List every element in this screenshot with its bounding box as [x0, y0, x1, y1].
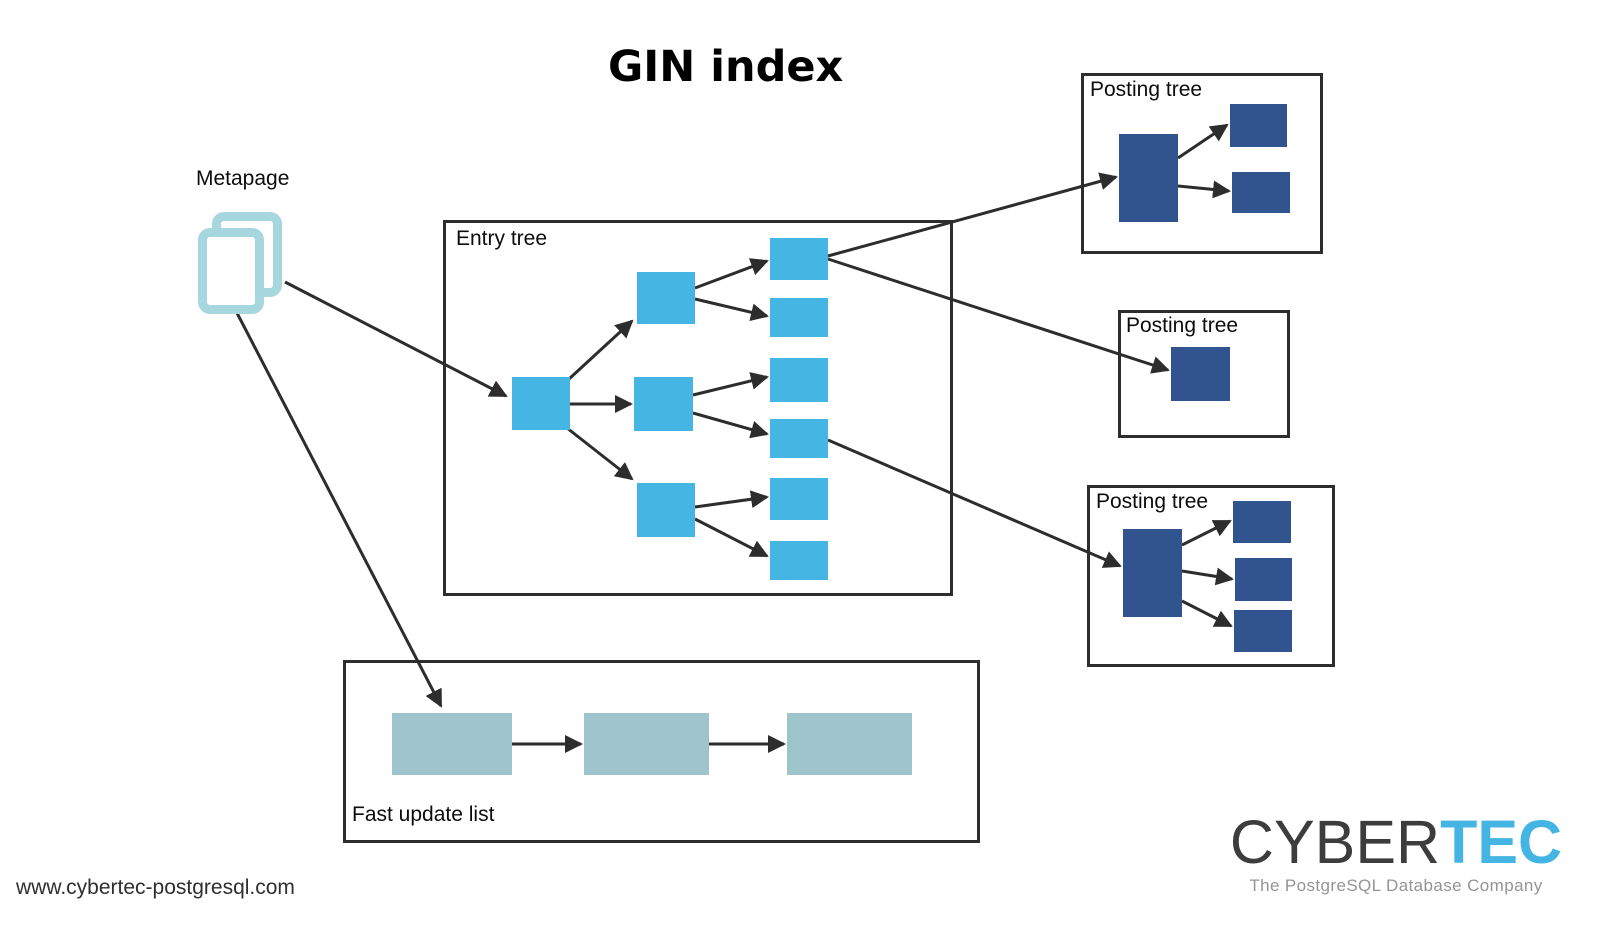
logo-text-cyber: CYBER [1229, 808, 1441, 876]
arrow-leaf1-to-posting-tree-middle [827, 257, 1170, 374]
posting-top-child-node-1 [1230, 104, 1287, 147]
entry-leaf-node-6 [770, 541, 828, 580]
posting-bottom-child-node-1 [1233, 501, 1291, 543]
entry-internal-node-1 [637, 272, 695, 324]
posting-tree-middle-box [1118, 310, 1290, 438]
arrow-posting-top-root-to-child2 [1177, 180, 1231, 199]
posting-tree-bottom-label: Posting tree [1096, 490, 1209, 513]
posting-bottom-root-node [1123, 529, 1182, 617]
fast-update-list-label: Fast update list [352, 803, 495, 826]
posting-tree-top-box [1081, 73, 1323, 254]
entry-tree-box [443, 220, 953, 596]
posting-bottom-child-node-3 [1234, 610, 1292, 652]
arrow-posting-top-root-to-child1 [1177, 123, 1229, 160]
arrow-root-to-internal-1 [567, 319, 634, 381]
arrow-posting-bottom-root-to-child2 [1181, 567, 1234, 586]
arrow-internal2-to-leaf3 [692, 372, 769, 397]
cybertec-logo-wordmark: CYBERTEC [1224, 812, 1568, 873]
entry-internal-node-3 [637, 483, 695, 537]
arrow-internal3-to-leaf5 [694, 490, 769, 509]
arrow-metapage-to-entry-root [284, 280, 508, 398]
posting-tree-middle-label: Posting tree [1126, 314, 1239, 337]
posting-tree-top-label: Posting tree [1090, 78, 1203, 101]
arrow-leaf1-to-posting-tree-top [827, 172, 1118, 258]
pending-page-3 [787, 713, 912, 775]
arrow-posting-bottom-root-to-child3 [1181, 599, 1233, 628]
website-url: www.cybertec-postgresql.com [16, 876, 295, 899]
posting-top-child-node-2 [1232, 172, 1290, 213]
arrow-posting-bottom-root-to-child1 [1181, 519, 1232, 547]
posting-middle-node [1171, 347, 1230, 401]
entry-leaf-node-5 [770, 478, 828, 520]
posting-tree-bottom-box [1087, 485, 1335, 667]
entry-leaf-node-1 [770, 238, 828, 280]
arrow-internal1-to-leaf1 [694, 258, 769, 290]
fast-update-list-box [343, 660, 980, 843]
arrow-internal3-to-leaf6 [694, 517, 769, 558]
entry-internal-node-2 [634, 377, 693, 431]
entry-leaf-node-4 [770, 419, 828, 458]
entry-leaf-node-2 [770, 298, 828, 337]
arrow-leaf4-to-posting-tree-bottom [827, 438, 1122, 568]
posting-bottom-child-node-2 [1235, 558, 1292, 601]
entry-root-node [512, 377, 570, 430]
cybertec-logo-tagline: The PostgreSQL Database Company [1249, 876, 1543, 895]
arrow-metapage-to-fast-update-list [235, 312, 443, 708]
arrow-root-to-internal-3 [566, 426, 634, 481]
metapage-front-page [198, 228, 264, 314]
cybertec-logo: CYBERTEC The PostgreSQL Database Company [1224, 812, 1568, 895]
logo-text-tec: TEC [1440, 808, 1563, 876]
arrow-internal2-to-leaf4 [692, 411, 769, 439]
arrow-internal1-to-leaf2 [694, 297, 769, 322]
posting-top-root-node [1119, 134, 1178, 222]
entry-tree-label: Entry tree [456, 227, 548, 250]
metapage-label: Metapage [196, 167, 290, 190]
pending-page-2 [584, 713, 709, 775]
pending-page-1 [392, 713, 512, 775]
page-title: GIN index [608, 42, 844, 92]
entry-leaf-node-3 [770, 358, 828, 402]
